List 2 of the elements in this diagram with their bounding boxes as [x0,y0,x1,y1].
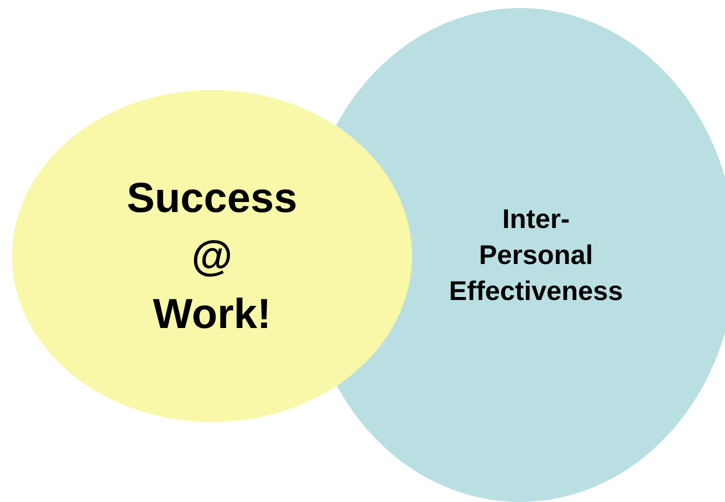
ellipse-label: Inter-Personal Effectiveness [448,203,624,308]
ellipse-label: Success @ Work! [126,173,298,339]
